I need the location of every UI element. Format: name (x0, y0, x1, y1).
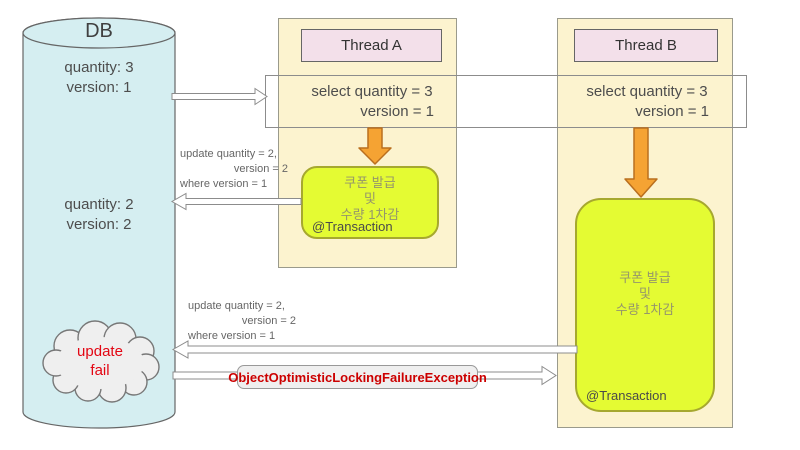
thread-a-task-box: 쿠폰 발급 및 수량 1차감 @Transaction (301, 166, 439, 239)
exception-text: ObjectOptimisticLockingFailureException (228, 369, 487, 385)
thread-a-title-label: Thread A (341, 37, 402, 54)
select-line: version = 1 (360, 103, 434, 120)
thread-a-update-statement: update quantity = 2, version = 2 where v… (180, 147, 304, 192)
exception-label: ObjectOptimisticLockingFailureException (228, 365, 487, 389)
thread-a-task-text: 쿠폰 발급 및 수량 1차감 (303, 175, 437, 223)
db-quantity-before: quantity: 3 (64, 59, 134, 76)
db-version-after: version: 2 (66, 216, 132, 233)
update-line: update quantity = 2, (188, 300, 285, 312)
thread-a-select-statement: select quantity = 3 version = 1 (290, 82, 454, 122)
update-line: where version = 1 (188, 330, 276, 342)
thread-b-transaction-annotation: @Transaction (586, 388, 667, 403)
update-line: version = 2 (241, 315, 296, 327)
task-line: 및 (364, 191, 376, 206)
db-version-before: version: 1 (66, 79, 132, 96)
select-line: select quantity = 3 (586, 83, 708, 100)
task-line: 쿠폰 발급 (344, 175, 396, 190)
task-line: 및 (639, 286, 651, 301)
thread-a-title: Thread A (301, 29, 442, 62)
update-line: update quantity = 2, (180, 148, 277, 160)
task-line: 수량 1차감 (615, 302, 675, 317)
select-line: version = 1 (635, 103, 709, 120)
db-state-before: quantity: 3 version: 1 (23, 58, 175, 98)
update-line: where version = 1 (180, 178, 268, 190)
db-state-after: quantity: 2 version: 2 (23, 195, 175, 235)
arrow-db-to-select (171, 87, 268, 106)
thread-b-title: Thread B (574, 29, 718, 62)
thread-a-transaction-annotation: @Transaction (312, 219, 393, 234)
thread-b-title-label: Thread B (615, 37, 677, 54)
thread-b-task-text: 쿠폰 발급 및 수량 1차감 (577, 270, 713, 318)
task-line: 쿠폰 발급 (619, 270, 671, 285)
fail-line: fail (90, 362, 110, 379)
select-line: select quantity = 3 (311, 83, 433, 100)
thread-b-select-statement: select quantity = 3 version = 1 (565, 82, 729, 122)
update-fail-label: update fail (48, 342, 152, 380)
task-line: 수량 1차감 (340, 207, 400, 222)
thread-b-task-box: 쿠폰 발급 및 수량 1차감 @Transaction (575, 198, 715, 412)
fail-line: update (77, 343, 123, 360)
update-line: version = 2 (233, 163, 288, 175)
db-label: DB (85, 20, 113, 42)
thread-b-update-statement: update quantity = 2, version = 2 where v… (188, 299, 312, 344)
db-quantity-after: quantity: 2 (64, 196, 134, 213)
